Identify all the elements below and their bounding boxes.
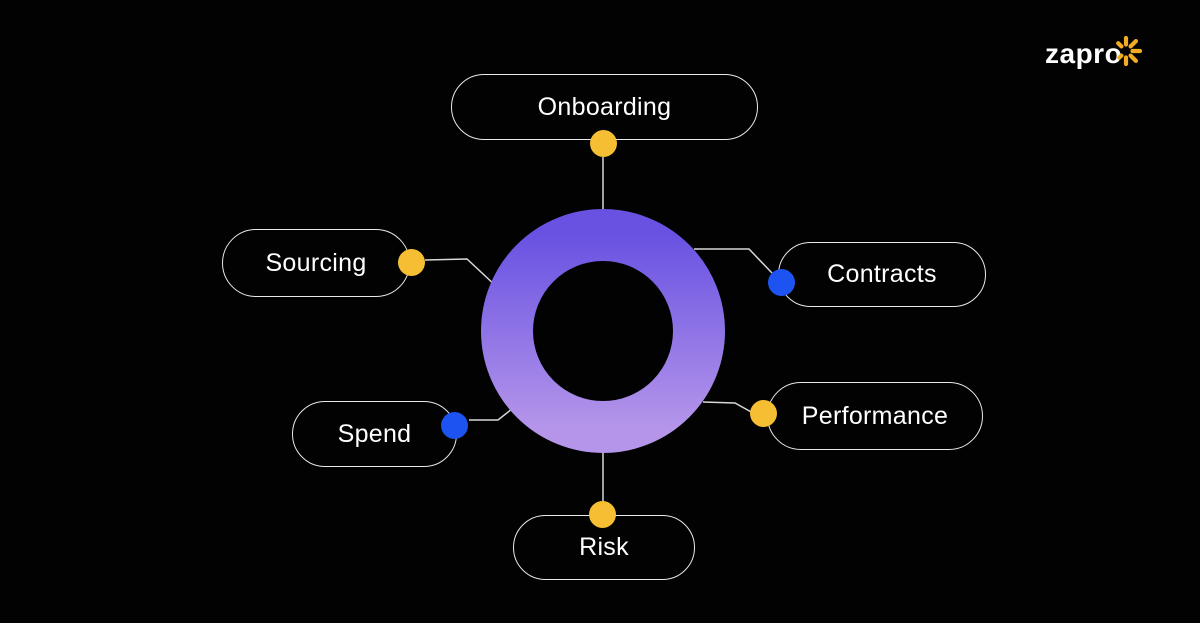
node-pill-onboarding: Onboarding — [451, 74, 758, 140]
node-pill-spend: Spend — [292, 401, 457, 467]
brand-logo: zapro — [1045, 35, 1143, 69]
node-dot-sourcing — [398, 249, 425, 276]
connector-line-performance — [702, 401, 754, 414]
node-pill-performance: Performance — [767, 382, 983, 450]
node-label: Sourcing — [265, 248, 367, 277]
node-pill-contracts: Contracts — [778, 242, 986, 307]
node-dot-performance — [750, 400, 777, 427]
connector-line-contracts — [694, 248, 773, 274]
node-pill-sourcing: Sourcing — [222, 229, 410, 297]
brand-logo-text: zapro — [1045, 38, 1123, 69]
node-label: Spend — [337, 419, 412, 448]
node-dot-onboarding — [590, 130, 617, 157]
sparkle-icon — [1116, 35, 1143, 67]
connector-line-sourcing — [424, 258, 498, 288]
node-dot-risk — [589, 501, 616, 528]
node-label: Contracts — [827, 260, 937, 288]
node-dot-spend — [441, 412, 468, 439]
node-label: Performance — [801, 401, 949, 430]
node-dot-contracts — [768, 269, 795, 296]
node-label: Onboarding — [537, 92, 672, 121]
center-ring — [481, 209, 725, 453]
node-label: Risk — [579, 533, 629, 561]
